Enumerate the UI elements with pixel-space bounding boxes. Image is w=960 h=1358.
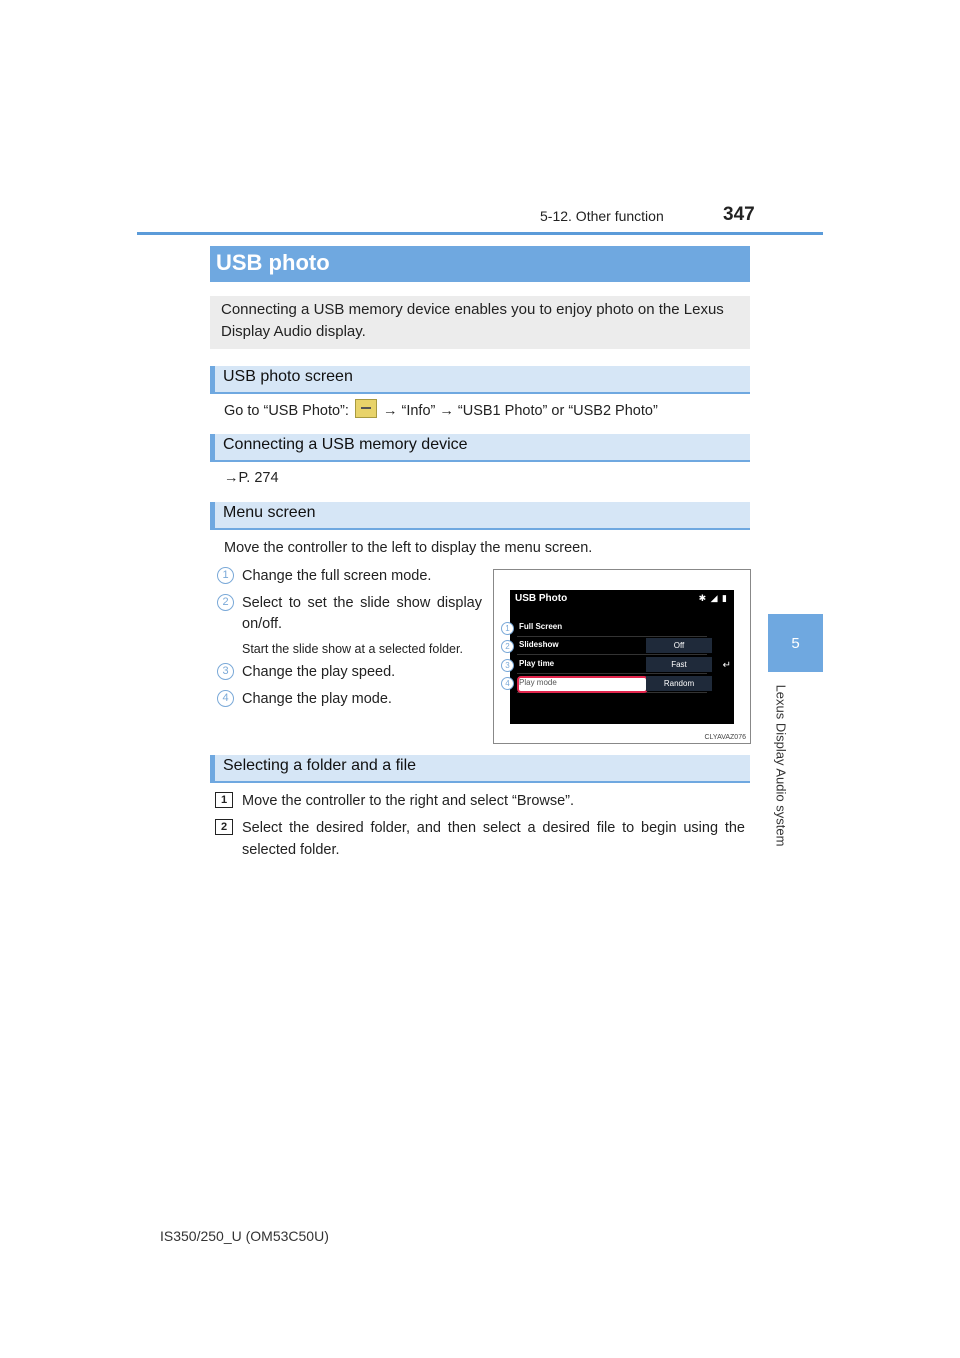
header-rule	[137, 232, 823, 235]
section-heading: USB photo screen	[223, 368, 353, 385]
menu-item-2-note: Start the slide show at a selected folde…	[242, 642, 463, 656]
screen-row-slideshow: Slideshow Off	[517, 638, 712, 655]
screen-title: USB Photo	[515, 593, 568, 604]
section-heading: Selecting a folder and a file	[223, 757, 417, 774]
step-1-badge: 1	[215, 792, 233, 808]
header-section: 5-12. Other function	[540, 208, 664, 224]
section-connecting: Connecting a USB memory device	[210, 434, 750, 462]
section-heading: Menu screen	[223, 504, 316, 521]
menu-item-4: Change the play mode.	[242, 691, 392, 707]
section-menu-screen: Menu screen	[210, 502, 750, 530]
menu-item-3: Change the play speed.	[242, 664, 396, 680]
figure-callout-3: 3	[501, 659, 514, 672]
intro-text: Connecting a USB memory device enables y…	[221, 301, 724, 340]
step-2-badge: 2	[215, 819, 233, 835]
callout-3-icon: 3	[217, 663, 234, 680]
chapter-label: Lexus Display Audio system	[773, 684, 789, 847]
screen-instructions: Go to “USB Photo”: → “Info” → “USB1 Phot…	[224, 399, 658, 422]
section-heading: Connecting a USB memory device	[223, 436, 468, 453]
chapter-tab: 5	[768, 614, 823, 672]
figure-callout-2: 2	[501, 640, 514, 653]
figure-code: CLYAVAZ076	[704, 734, 746, 741]
figure-callout-4: 4	[501, 677, 514, 690]
intro-box: Connecting a USB memory device enables y…	[210, 296, 750, 349]
callout-2-icon: 2	[217, 594, 234, 611]
menu-item-2-cont: on/off.	[242, 616, 283, 632]
page-reference: →P. 274	[224, 470, 279, 486]
back-icon: ↵	[722, 660, 731, 671]
page-title: USB photo	[216, 250, 330, 275]
menu-item-2: Select to set the slide show display	[242, 595, 482, 611]
figure-callout-1: 1	[501, 622, 514, 635]
footer-model-code: IS350/250_U (OM53C50U)	[160, 1228, 329, 1244]
section-usb-photo-screen: USB photo screen	[210, 366, 750, 394]
screen-row-full-screen: Full Screen	[517, 620, 707, 637]
title-bar: USB photo	[210, 246, 750, 282]
step-2: Select the desired folder, and then sele…	[242, 820, 745, 836]
screenshot-figure: USB Photo ✱ ◢ ▮ Full Screen Slideshow Of…	[493, 569, 751, 744]
callout-1-icon: 1	[217, 567, 234, 584]
menu-lead: Move the controller to the left to displ…	[224, 540, 593, 556]
screen-row-play-mode: Play mode Random	[517, 676, 712, 693]
section-selecting: Selecting a folder and a file	[210, 755, 750, 783]
callout-4-icon: 4	[217, 690, 234, 707]
screen-row-play-time: Play time Fast	[517, 657, 712, 674]
step-1: Move the controller to the right and sel…	[242, 793, 575, 809]
status-icons: ✱ ◢ ▮	[698, 593, 728, 603]
menu-button-icon	[354, 399, 377, 418]
display-screen: USB Photo ✱ ◢ ▮ Full Screen Slideshow Of…	[510, 590, 734, 724]
page-number: 347	[723, 204, 755, 225]
menu-item-1: Change the full screen mode.	[242, 568, 432, 584]
step-2-cont: selected folder.	[242, 842, 340, 858]
